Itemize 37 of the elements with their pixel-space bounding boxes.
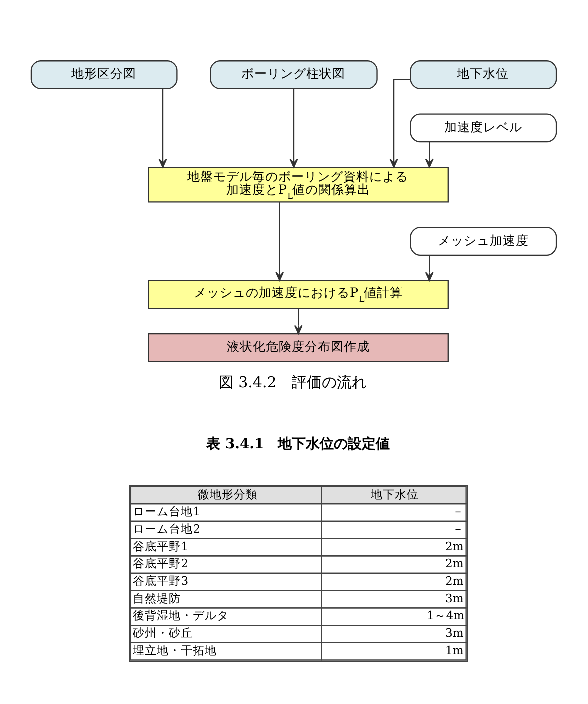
label: 谷底平野1: [133, 539, 189, 554]
label: 谷底平野2: [133, 556, 189, 571]
label: 微地形分類: [198, 487, 258, 502]
arrow: [290, 88, 298, 168]
node-box: 液状化危険度分布図作成: [148, 334, 449, 362]
node-box: ボーリング柱状図: [210, 60, 378, 90]
arrow: [158, 88, 168, 168]
label: 谷底平野3: [133, 574, 189, 588]
arrow: [390, 79, 410, 168]
label: 表 3.4.1 地下水位の設定値: [206, 436, 390, 453]
label: ローム台地1: [133, 504, 201, 519]
label: 1m: [446, 643, 464, 658]
label: 後背湿地・デルタ: [133, 608, 230, 623]
arrow: [294, 308, 303, 334]
arrow: [425, 142, 434, 168]
node-box: 地盤モデル毎のボーリング資料による加速度とP$_{L}$値の関係算出: [148, 166, 449, 203]
label: ローム台地2: [133, 522, 201, 536]
node-box: 地形区分図: [30, 60, 178, 90]
label: －: [452, 504, 464, 519]
node-box: 地下水位: [410, 60, 558, 90]
node-box: メッシュ加速度: [410, 227, 558, 256]
label: 1～4m: [427, 608, 465, 623]
caption: 図 3.4.2 評価の流れ: [218, 374, 367, 392]
label: －: [452, 522, 464, 536]
label: 砂州・砂丘: [133, 626, 194, 640]
label: 3m: [446, 591, 464, 606]
arrow: [276, 202, 284, 282]
label: 埋立地・干拓地: [133, 643, 218, 658]
label: 自然堤防: [133, 591, 182, 606]
label: 3m: [446, 626, 464, 640]
label: 2m: [446, 556, 464, 571]
label: 2m: [446, 574, 464, 588]
label: 2m: [446, 539, 464, 554]
node-box: 加速度レベル: [410, 114, 558, 143]
node-box: メッシュの加速度におけるP$_{L}$値計算: [148, 280, 449, 310]
label: 地下水位: [370, 487, 419, 502]
arrow: [425, 256, 434, 282]
